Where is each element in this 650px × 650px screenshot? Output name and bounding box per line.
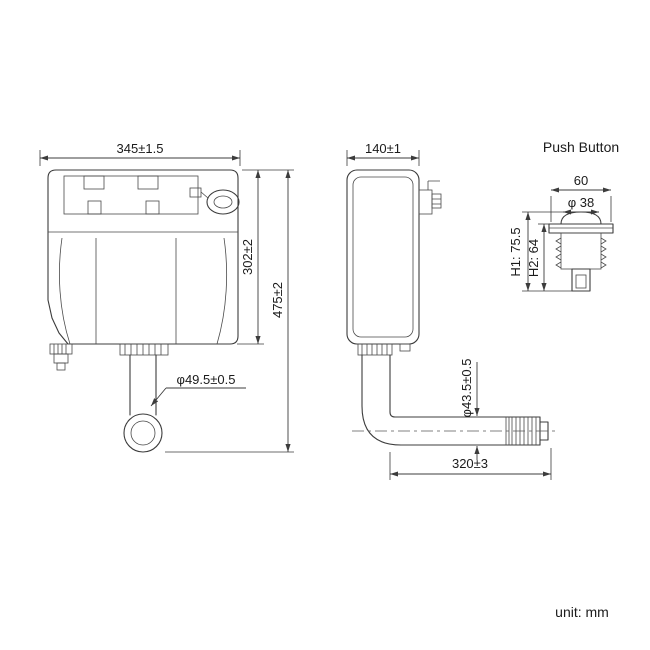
side-view: 140±1 φ43.5±0.5 [346,141,558,480]
dim-tank-height: 302±2 [237,169,294,345]
dim-total-height-label: 475±2 [270,282,285,318]
push-button-view: Push Button 60 φ 38 H1: 75.5 [508,139,619,292]
inlet-valve-front [49,343,73,371]
dim-pipe-diameter: φ43.5±0.5 [459,359,480,460]
fill-valve-side [418,180,442,215]
tank-side-outline [346,169,420,345]
dim-h1-label: H1: 75.5 [508,227,523,276]
dim-tank-height-label: 302±2 [240,239,255,275]
dim-pipe-length: 320±3 [389,448,552,480]
outlet-pipe-side [352,343,558,446]
dim-tank-width: 345±1.5 [39,141,241,166]
dim-depth-label: 140±1 [365,141,401,156]
unit-label: unit: mm [555,604,609,620]
dim-h2: H2: 64 [526,223,549,291]
pipe-length-label: 320±3 [452,456,488,471]
dim-total-height: 475±2 [165,170,294,453]
pipe-diameter-label: φ43.5±0.5 [459,359,474,418]
tank-side-inner-contour [352,176,414,338]
seal-ring-detail [206,189,240,215]
dim-button-width: 60 [550,173,612,222]
dim-h1: H1: 75.5 [508,211,575,292]
tank-front-outline [47,169,239,345]
front-view: 345±1.5 [39,141,294,453]
dim-tank-width-label: 345±1.5 [117,141,164,156]
outlet-pipe-front [119,343,169,453]
tank-front-contours [48,231,238,345]
dim-button-width-label: 60 [574,173,588,188]
push-button-title: Push Button [543,139,619,155]
push-button-profile [548,211,614,292]
tank-access-opening [63,175,209,215]
outlet-diameter-label: φ49.5±0.5 [177,372,236,387]
dim-h2-label: H2: 64 [526,239,541,277]
dim-depth: 140±1 [346,141,420,166]
outlet-diameter-callout: φ49.5±0.5 [150,372,246,407]
dim-cap-diameter: φ 38 [563,195,599,215]
button-cap-diameter-label: φ 38 [568,195,595,210]
